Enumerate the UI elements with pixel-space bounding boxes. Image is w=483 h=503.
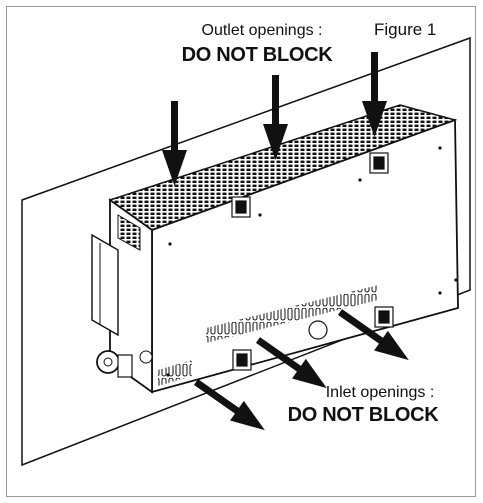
inlet-slots-side bbox=[158, 360, 192, 386]
outlet-openings-title: Outlet openings : bbox=[201, 22, 323, 39]
inlet-arrow-upper bbox=[337, 309, 409, 361]
screw-dots bbox=[166, 146, 458, 377]
inlet-arrows bbox=[193, 309, 409, 431]
outlet-arrow-left bbox=[162, 101, 187, 186]
outlet-arrow-middle bbox=[263, 75, 288, 160]
inlet-arrow-lower bbox=[193, 379, 265, 431]
control-box bbox=[117, 354, 133, 378]
side-vent bbox=[117, 214, 141, 251]
side-bracket bbox=[91, 233, 119, 337]
inlet-slots bbox=[206, 285, 378, 343]
side-port bbox=[139, 350, 153, 364]
mounting-clips bbox=[231, 152, 394, 371]
inlet-openings-title: Inlet openings : bbox=[325, 384, 435, 401]
front-port bbox=[308, 320, 328, 340]
figure-label: Figure 1 bbox=[374, 20, 437, 39]
outlet-do-not-block: DO NOT BLOCK bbox=[181, 44, 333, 66]
knob-center bbox=[103, 357, 113, 367]
inlet-do-not-block: DO NOT BLOCK bbox=[287, 404, 439, 426]
outlet-arrow-right bbox=[362, 52, 387, 137]
outlet-arrows bbox=[162, 52, 387, 186]
inlet-arrow-middle bbox=[255, 337, 327, 389]
